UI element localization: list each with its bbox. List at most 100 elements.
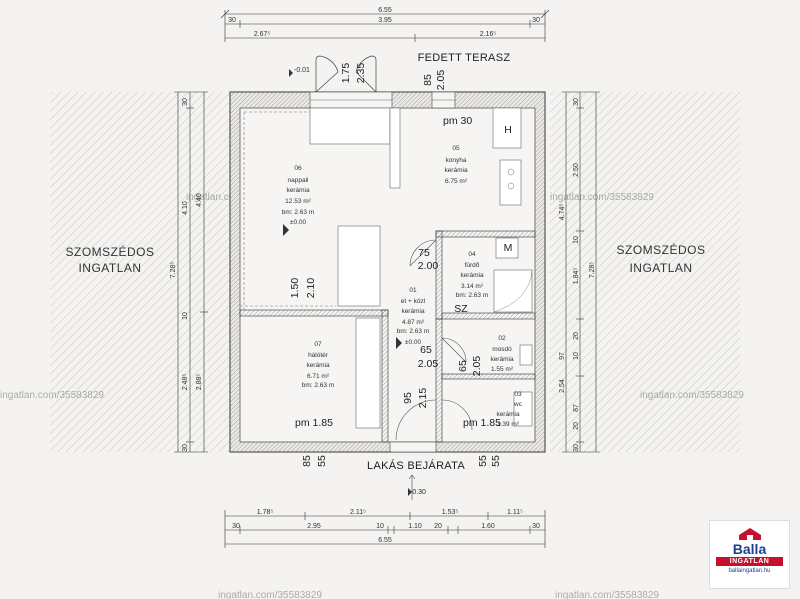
room-label-05: 05 konyha kerámia 6.75 m²	[444, 145, 468, 185]
dim-right-b: 4.74⁵	[559, 204, 566, 221]
bath-door-width: 75	[418, 247, 430, 259]
dim-top-right-margin: 30	[532, 17, 540, 24]
dim-right-f: 20	[573, 332, 580, 340]
living-opening-height: 2.10	[305, 278, 317, 299]
svg-text:1.39 m²: 1.39 m²	[497, 421, 520, 428]
svg-text:6.71 m²: 6.71 m²	[307, 373, 330, 380]
dim-left-bottom: 30	[182, 444, 189, 452]
dim-bottom-det-1: 2.95	[307, 523, 321, 530]
svg-text:et + közl: et + közl	[401, 298, 426, 305]
room-label-07: 07 hálótér kerámia 6.71 m² bm: 2.63 m	[302, 341, 335, 389]
dim-top-left-margin: 30	[228, 17, 236, 24]
dim-left-upper-a: 4.10	[182, 201, 189, 215]
sill-right-1: 55	[477, 455, 489, 467]
dim-left-mid: 10	[182, 312, 189, 320]
dim-left-top: 30	[182, 98, 189, 106]
terrace-label: FEDETT TERASZ	[418, 52, 511, 64]
svg-text:bm: 2.63 m: bm: 2.63 m	[282, 209, 315, 216]
svg-text:12.53 m²: 12.53 m²	[285, 198, 311, 205]
dim-right-d: 1.84⁵	[573, 268, 580, 285]
svg-text:wc: wc	[513, 401, 523, 408]
level-markers	[283, 69, 412, 496]
svg-text:05: 05	[452, 145, 460, 152]
dim-right-a: 2.50	[573, 163, 580, 177]
dim-bottom-det-3: 1.10	[408, 523, 422, 530]
dim-right-overall: 7.28⁵	[589, 262, 596, 279]
svg-text:03: 03	[514, 391, 522, 398]
terrace-window-height: 2.05	[435, 70, 447, 91]
svg-text:07: 07	[314, 341, 322, 348]
logo-url: ballaingatlan.hu	[728, 568, 771, 574]
dim-bottom-det-4: 20	[434, 523, 442, 530]
entry-level: -0.30	[410, 489, 426, 496]
dim-top-overall: 6.55	[378, 7, 392, 14]
dim-right-g: 10	[573, 352, 580, 360]
room-label-02: 02 mosdó kerámia 1.55 m²	[490, 335, 514, 373]
room-label-06: 06 nappali kerámia 12.53 m² bm: 2.63 m ±…	[282, 165, 315, 226]
svg-text:1.55 m²: 1.55 m²	[491, 366, 514, 373]
svg-text:kerámia: kerámia	[306, 362, 330, 369]
dashed-outlines	[240, 111, 336, 310]
room-label-03: 03 wc kerámia 1.39 m²	[496, 391, 522, 428]
svg-text:±0.00: ±0.00	[405, 339, 422, 346]
dim-bottom-det-6: 30	[532, 523, 540, 530]
dim-top-inner: 3.95	[378, 17, 392, 24]
terrace-pm: pm 30	[443, 115, 472, 127]
watermark: ingatlan.com/35583829	[218, 590, 322, 599]
svg-text:konyha: konyha	[446, 157, 467, 164]
bottom-dimension-lines	[224, 510, 546, 548]
dim-right-top: 30	[573, 98, 580, 106]
neighbor-left-line2: INGATLAN	[78, 261, 141, 275]
svg-text:6.75 m²: 6.75 m²	[445, 178, 468, 185]
wc-door-width: 65	[457, 360, 469, 372]
dim-left-lower-a: 2.48⁵	[182, 374, 189, 391]
terrace-door-swing	[315, 55, 377, 93]
bath-door-height: 2.00	[418, 260, 439, 272]
sz-mark: SZ	[454, 303, 468, 315]
house-logo-icon	[738, 528, 761, 540]
sill-left-1: 85	[301, 455, 313, 467]
svg-text:kerámia: kerámia	[490, 356, 514, 363]
svg-text:01: 01	[409, 287, 417, 294]
h-mark: H	[504, 124, 512, 136]
right-dimension-lines	[562, 91, 600, 453]
neighbor-hatch-right	[550, 92, 740, 452]
watermark: ingatlan.com/35583829	[550, 192, 654, 203]
dim-bottom-seg-a: 1.78⁵	[257, 509, 274, 516]
terrace-level: -0.01	[294, 67, 310, 74]
watermark: ingatlan.com/35583829	[0, 390, 104, 401]
neighbor-right-line1: SZOMSZÉDOS	[616, 242, 705, 257]
terrace-door-height: 2.35	[355, 63, 367, 84]
svg-text:bm: 2.63 m: bm: 2.63 m	[302, 382, 335, 389]
neighbor-left-line1: SZOMSZÉDOS	[65, 244, 154, 259]
dim-bottom-overall: 6.55	[378, 537, 392, 544]
dim-top-seg-right: 2.16⁵	[480, 31, 497, 38]
svg-text:06: 06	[294, 165, 302, 172]
dim-right-j: 20	[573, 422, 580, 430]
room-label-04: 04 fürdő kerámia 3.14 m² bm: 2.63 m	[456, 251, 489, 299]
interior-door-swings	[395, 239, 473, 441]
hall-door-width: 65	[420, 344, 432, 356]
entry-door-width: 95	[402, 392, 414, 404]
bed-window-pm: pm 1.85	[295, 417, 333, 429]
dim-right-c: 10	[573, 236, 580, 244]
svg-text:kerámia: kerámia	[286, 187, 310, 194]
svg-text:kerámia: kerámia	[496, 411, 520, 418]
terrace-door-width: 1.75	[340, 63, 352, 84]
dim-left-lower-b: 2.88⁵	[196, 374, 203, 391]
entrance-arrow	[408, 474, 416, 500]
dim-top-seg-left: 2.67⁵	[254, 31, 271, 38]
dim-right-h: 2.54	[559, 379, 566, 393]
balla-ingatlan-logo: Balla INGATLAN ballaingatlan.hu	[709, 520, 790, 589]
dim-bottom-seg-d: 1.11⁵	[507, 509, 523, 516]
dim-bottom-seg-c: 1.53⁵	[442, 509, 459, 516]
dim-bottom-seg-b: 2.11⁵	[350, 509, 366, 516]
living-opening-width: 1.50	[289, 278, 301, 299]
dim-bottom-det-0: 30	[232, 523, 240, 530]
sill-right-2: 55	[490, 455, 502, 467]
left-dimension-lines	[174, 91, 208, 453]
wc-door-height: 2.05	[471, 356, 483, 377]
svg-text:kerámia: kerámia	[444, 167, 468, 174]
